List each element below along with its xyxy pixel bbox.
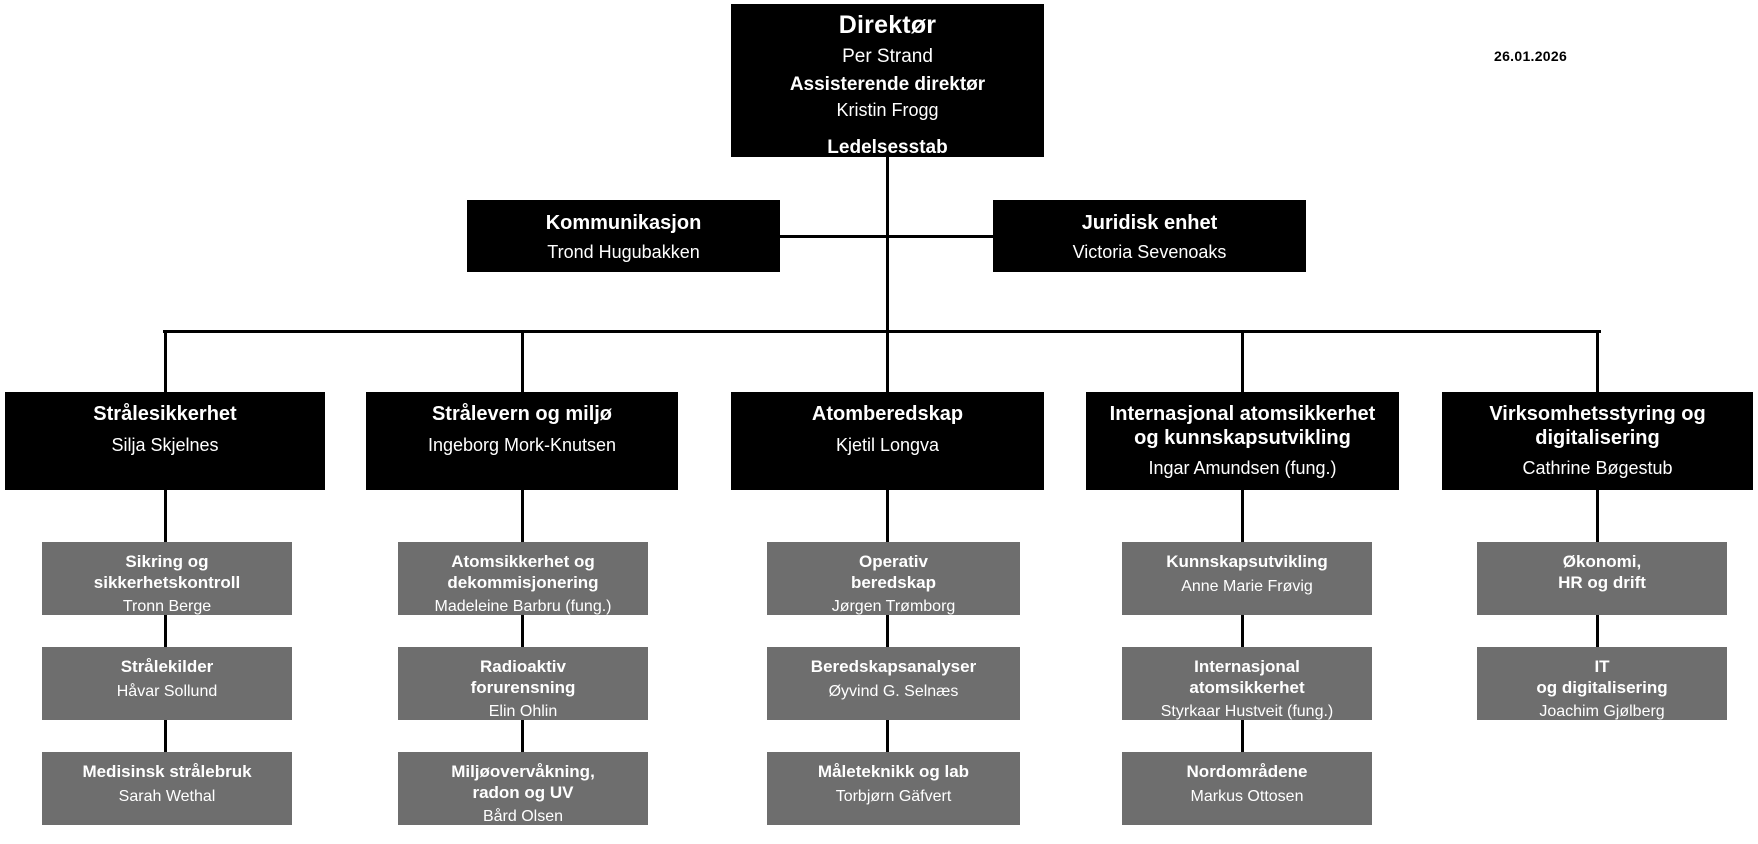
org-node-person: Per Strand <box>842 45 933 67</box>
org-node-person: Bård Olsen <box>482 808 564 826</box>
connector-unit-drop <box>1241 615 1244 647</box>
org-node-person: Cathrine Bøgestub <box>1522 457 1673 478</box>
org-node-person: Kjetil Longva <box>835 435 940 456</box>
org-node-person: Jørgen Trømborg <box>831 598 956 616</box>
connector-unit-drop <box>163 615 167 647</box>
org-node-direktor[interactable]: Direktør Per Strand Assisterende direktø… <box>731 4 1044 158</box>
org-node-subtitle: Assisterende direktør <box>789 73 986 95</box>
org-node-title: Strålevern og miljø <box>431 403 613 425</box>
org-node-person: Anne Marie Frøvig <box>1181 577 1313 595</box>
connector-unit-drop <box>1241 490 1244 542</box>
org-node-title: Atomberedskap <box>811 403 964 425</box>
date-stamp: 26.01.2026 <box>1494 48 1568 64</box>
org-node-person: Ingar Amundsen (fung.) <box>1148 457 1337 478</box>
org-node-title: Strålekilder <box>120 657 214 676</box>
org-node-person: Silja Skjelnes <box>111 435 219 456</box>
connector-bus-drop <box>1241 330 1244 392</box>
org-node-person: Håvar Sollund <box>116 682 218 700</box>
connector-bus-drop <box>520 330 524 392</box>
org-node-person: Trond Hugubakken <box>547 242 700 263</box>
connector-unit-drop <box>520 615 524 647</box>
org-node-juridisk-enhet[interactable]: Juridisk enhet Victoria Sevenoaks <box>993 200 1306 272</box>
org-node-person: Elin Ohlin <box>488 703 558 721</box>
connector-root-trunk <box>886 157 889 332</box>
connector-unit-drop <box>886 720 889 752</box>
org-node-title: Miljøovervåkning,radon og UV <box>451 762 595 802</box>
org-node-person: Madeleine Barbru (fung.) <box>434 598 612 616</box>
connector-bus-drop <box>163 330 167 392</box>
org-node-person: Joachim Gjølberg <box>1539 703 1665 721</box>
org-node-title: Juridisk enhet <box>1081 212 1218 234</box>
org-node-person: Victoria Sevenoaks <box>1072 242 1227 263</box>
org-node-title: Kommunikasjon <box>545 212 702 234</box>
org-node-person: Markus Ottosen <box>1190 787 1304 805</box>
org-node-person: Tronn Berge <box>122 598 212 616</box>
org-node-subperson: Kristin Frogg <box>836 99 939 120</box>
org-node-title: Måleteknikk og lab <box>817 762 970 781</box>
connector-unit-drop <box>886 490 889 542</box>
org-node-person: Ingeborg Mork-Knutsen <box>427 435 617 456</box>
connector-unit-drop <box>163 720 167 752</box>
org-node-title: Beredskapsanalyser <box>810 657 977 676</box>
connector-bus-drop <box>1596 330 1599 392</box>
connector-unit-drop <box>1596 490 1599 542</box>
org-node-title: Kunnskapsutvikling <box>1166 552 1328 571</box>
connector-unit-drop <box>886 615 889 647</box>
org-node-title: Direktør <box>838 11 937 39</box>
org-node-person: Øyvind G. Selnæs <box>828 682 959 700</box>
org-node-title: Økonomi,HR og drift <box>1558 552 1646 592</box>
org-node-person: Styrkaar Hustveit (fung.) <box>1160 703 1334 721</box>
connector-unit-drop <box>163 490 167 542</box>
connector-department-bus <box>163 330 1601 333</box>
org-node-kommunikasjon[interactable]: Kommunikasjon Trond Hugubakken <box>467 200 780 272</box>
connector-bus-drop <box>886 330 889 392</box>
connector-unit-drop <box>520 490 524 542</box>
org-node-title: Medisinsk strålebruk <box>82 762 252 781</box>
org-node-title: Strålesikkerhet <box>93 403 237 425</box>
org-node-unit[interactable]: Økonomi,HR og drift <box>1477 542 1727 615</box>
org-node-person: Sarah Wethal <box>118 787 216 805</box>
connector-unit-drop <box>1596 615 1599 647</box>
connector-staff-horizontal <box>780 235 993 238</box>
connector-unit-drop <box>1241 720 1244 752</box>
org-node-staff-label: Ledelsesstab <box>827 136 948 158</box>
connector-unit-drop <box>520 720 524 752</box>
org-node-title: Nordområdene <box>1186 762 1308 781</box>
org-node-person: Torbjørn Gäfvert <box>835 787 952 805</box>
org-node-unit[interactable]: Miljøovervåkning,radon og UV Bård Olsen <box>398 752 648 825</box>
